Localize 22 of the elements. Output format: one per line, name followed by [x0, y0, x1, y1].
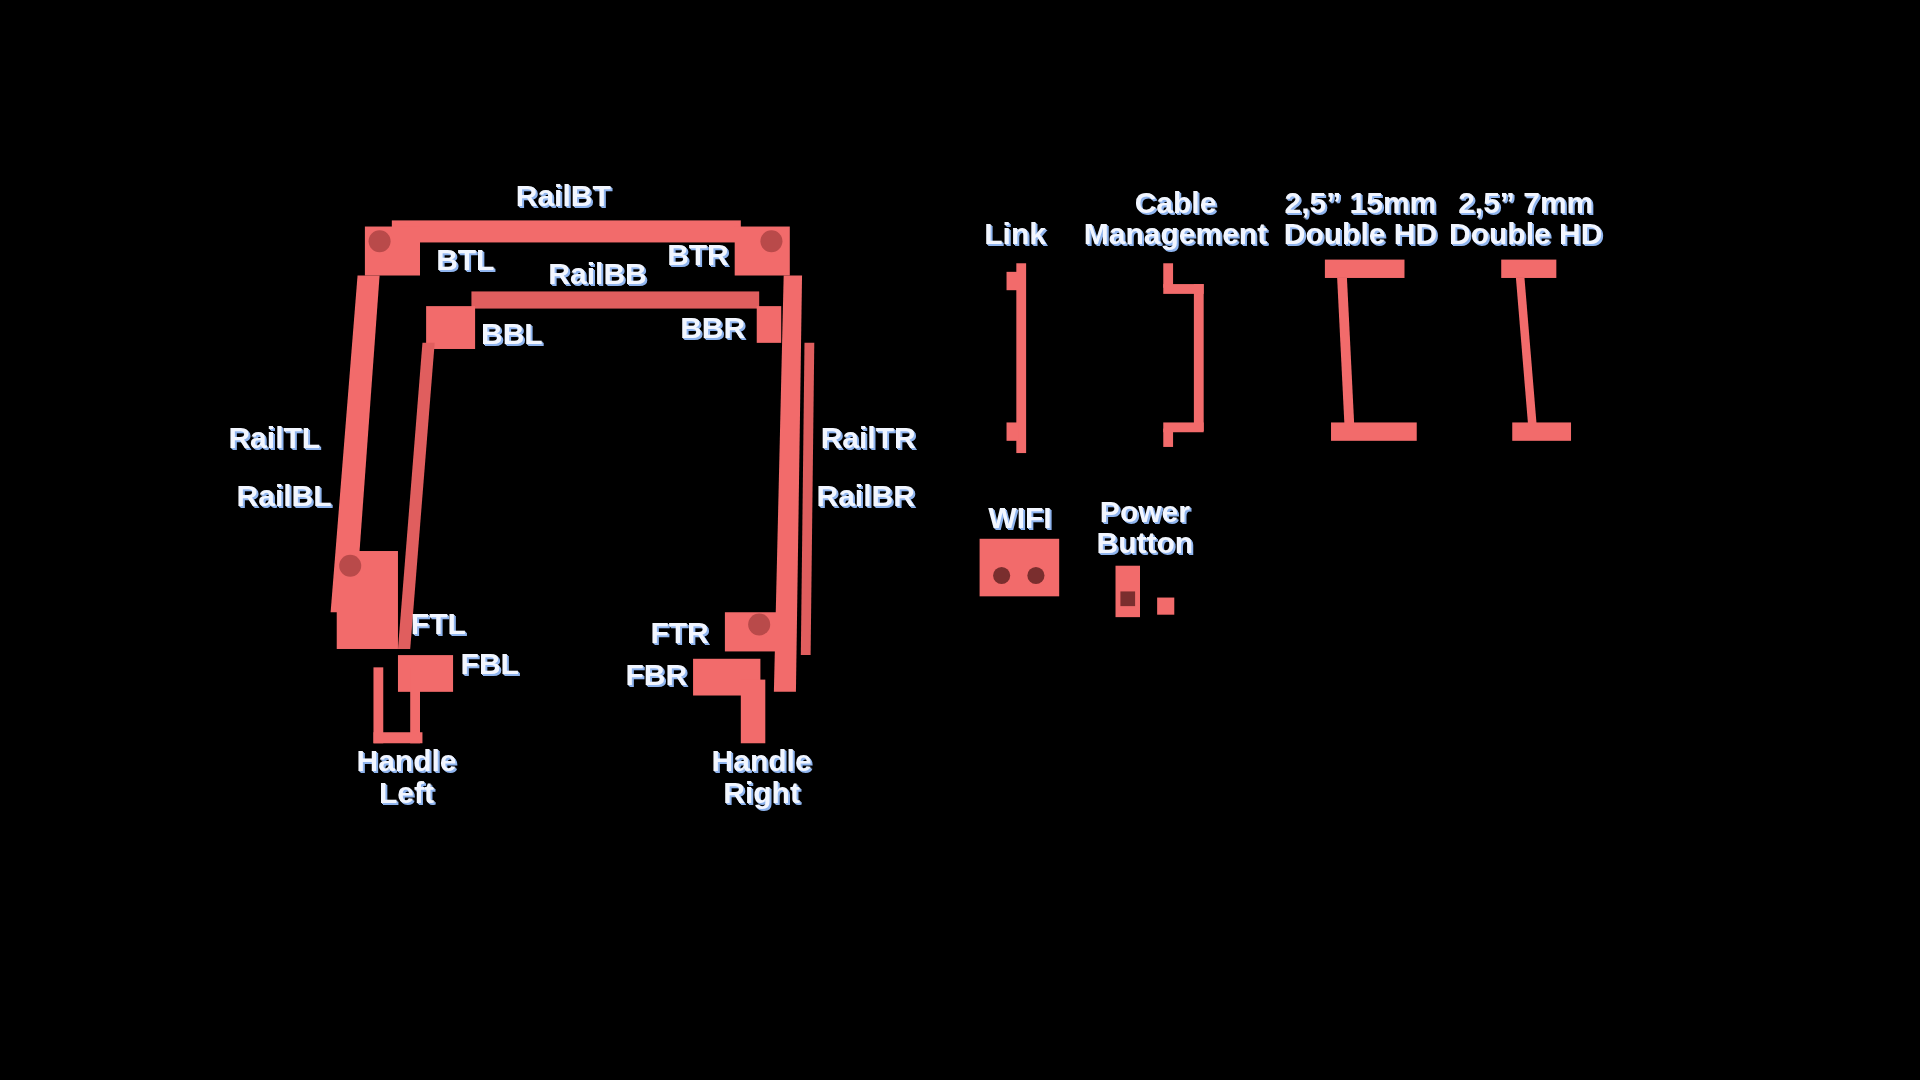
part-label: RailTR	[820, 422, 916, 455]
part-label: BBR	[680, 312, 746, 344]
part-label: Cable Management	[1082, 186, 1269, 250]
part-label: Power Button	[1095, 495, 1195, 558]
part-label: RailBB	[548, 258, 647, 291]
part-label: BTR	[667, 238, 729, 271]
part-label: Handle Right	[710, 744, 813, 808]
part-label: RailBL	[236, 480, 332, 512]
part-label: FBL	[460, 647, 519, 680]
part-label: RailTL	[228, 422, 321, 455]
part-label: 2,5” 7mm Double HD	[1448, 186, 1604, 250]
part-label: BBL	[481, 318, 543, 351]
part-label: BTL	[436, 243, 495, 276]
part-label: FTR	[650, 617, 709, 649]
part-label: FTL	[410, 608, 466, 641]
part-label: Handle Left	[355, 744, 458, 808]
part-label: RailBT	[515, 180, 611, 212]
part-label: 2,5” 15mm Double HD	[1282, 186, 1439, 250]
part-label: Link	[984, 218, 1046, 250]
part-label: WIFI	[988, 502, 1052, 534]
part-label: RailBR	[816, 480, 915, 512]
part-label: FBR	[625, 658, 688, 691]
